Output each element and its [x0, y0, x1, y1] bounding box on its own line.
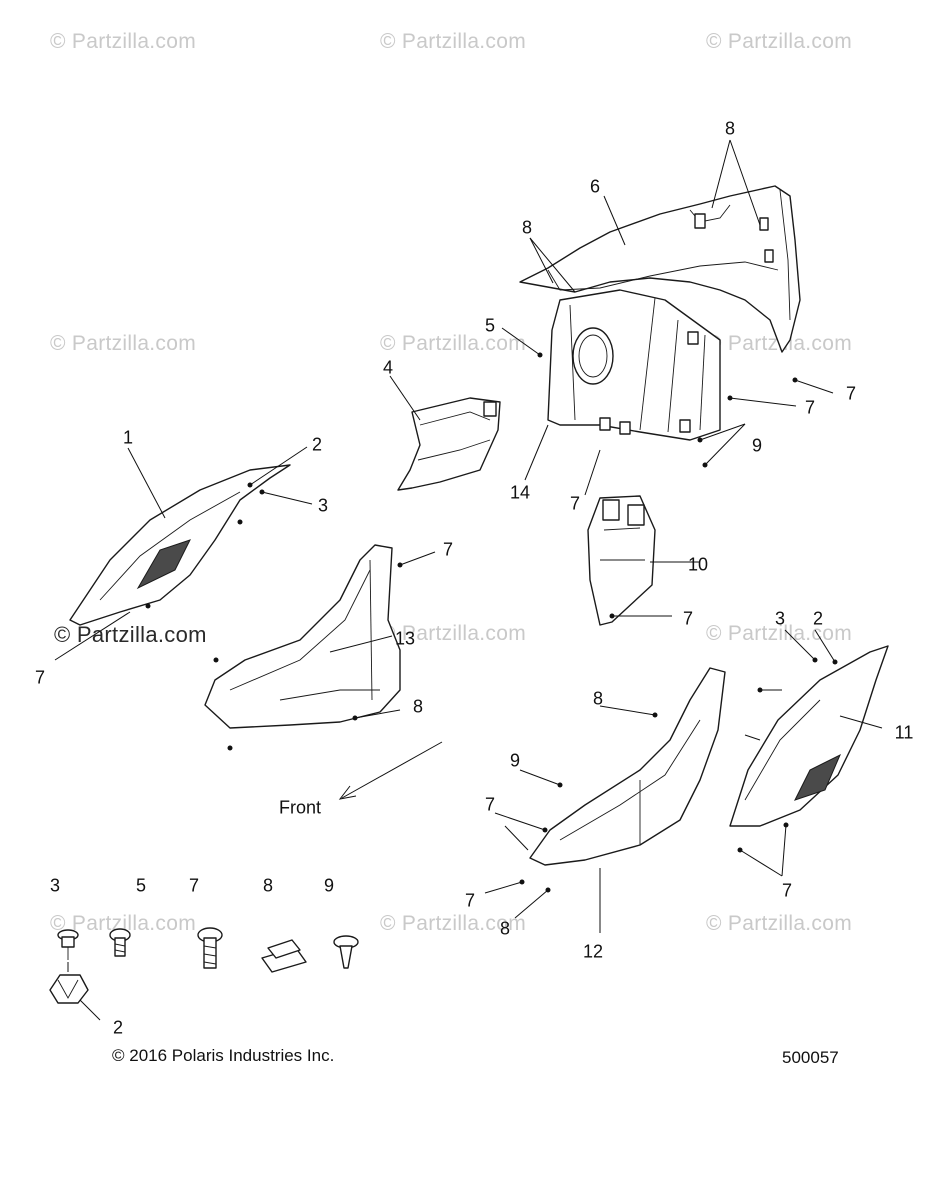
push-rivet-icon — [57, 929, 79, 960]
callout-8: 8 — [592, 688, 604, 709]
callout-11: 11 — [894, 722, 914, 743]
watermark-prominent: © Partzilla.com — [54, 622, 207, 647]
callout-1: 1 — [122, 427, 134, 448]
callout-4: 4 — [382, 357, 394, 378]
key-label-5: 5 — [135, 875, 147, 896]
callout-7: 7 — [442, 539, 454, 560]
key-label-8: 8 — [262, 875, 274, 896]
callout-7: 7 — [781, 880, 793, 901]
part-13-left-footwell — [204, 544, 401, 729]
callout-8: 8 — [499, 918, 511, 939]
part-6-upper-panel — [519, 185, 801, 353]
watermark: © Partzilla.com — [706, 622, 853, 645]
watermark: © Partzilla.com — [380, 332, 527, 355]
callout-7: 7 — [569, 493, 581, 514]
push-clip-icon — [333, 935, 359, 969]
callout-2: 2 — [812, 608, 824, 629]
callout-8: 8 — [724, 118, 736, 139]
key-label-7: 7 — [188, 875, 200, 896]
leader-lines — [54, 139, 883, 1021]
clip-nut-icon — [261, 939, 307, 973]
part-1-left-side-panel — [69, 464, 291, 626]
part-4-left-duct — [397, 397, 501, 491]
callout-10: 10 — [687, 554, 709, 575]
watermark: © Partzilla.com — [50, 332, 197, 355]
key-label-9: 9 — [323, 875, 335, 896]
hardware-key — [49, 927, 359, 1004]
callout-7: 7 — [34, 667, 46, 688]
watermark: © Partzilla.com — [380, 30, 527, 53]
front-label: Front — [278, 797, 322, 818]
part-10-lower-duct — [587, 495, 656, 626]
watermark: © Partzilla.com — [50, 30, 197, 53]
screw-icon — [109, 928, 131, 957]
callout-12: 12 — [582, 941, 604, 962]
rivet-fastener-icon — [49, 974, 89, 1004]
callout-13: 13 — [394, 628, 416, 649]
callout-14: 14 — [509, 482, 531, 503]
key-label-3: 3 — [49, 875, 61, 896]
callout-2: 2 — [311, 434, 323, 455]
long-screw-icon — [197, 927, 223, 969]
fastener-dots — [145, 352, 838, 893]
callout-8: 8 — [521, 217, 533, 238]
part-12-right-footwell — [529, 667, 726, 866]
callout-6: 6 — [589, 176, 601, 197]
callout-7: 7 — [682, 608, 694, 629]
watermark: © Partzilla.com — [380, 622, 527, 645]
key-label-2: 2 — [112, 1017, 124, 1038]
callout-8: 8 — [412, 696, 424, 717]
watermark: © Partzilla.com — [706, 912, 853, 935]
callout-5: 5 — [484, 315, 496, 336]
front-direction-arrow — [338, 741, 443, 800]
callout-9: 9 — [751, 435, 763, 456]
callout-7: 7 — [845, 383, 857, 404]
callout-7: 7 — [484, 794, 496, 815]
callout-7: 7 — [804, 397, 816, 418]
callout-3: 3 — [774, 608, 786, 629]
callout-7: 7 — [464, 890, 476, 911]
watermark: © Partzilla.com — [50, 912, 197, 935]
watermark: © Partzilla.com — [380, 912, 527, 935]
part-14-center-console — [547, 289, 721, 441]
copyright-text: © 2016 Polaris Industries Inc. — [112, 1046, 335, 1065]
watermark: © Partzilla.com — [706, 30, 853, 53]
callout-9: 9 — [509, 750, 521, 771]
diagram-id: 500057 — [782, 1048, 839, 1067]
part-11-right-side-panel — [729, 645, 889, 827]
callout-3: 3 — [317, 495, 329, 516]
